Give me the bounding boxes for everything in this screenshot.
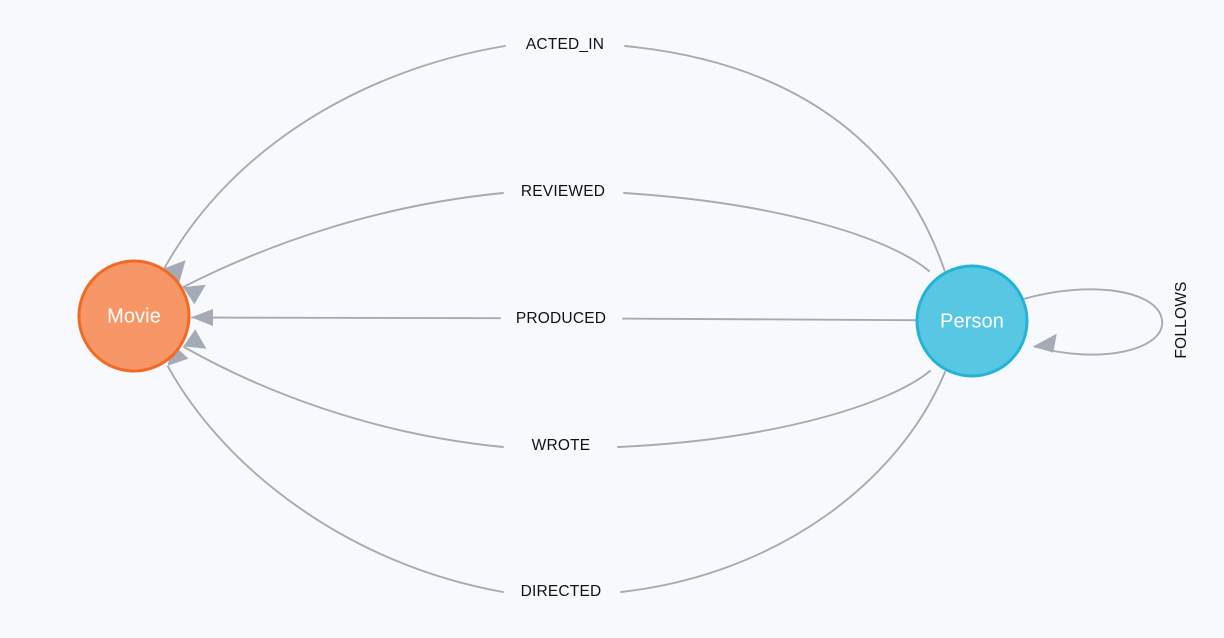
relationship-wrote-path-left bbox=[183, 346, 504, 448]
relationship-produced-arrowhead bbox=[191, 309, 213, 326]
relationship-directed-label[interactable]: DIRECTED bbox=[521, 583, 602, 600]
relationship-acted-in-label[interactable]: ACTED_IN bbox=[526, 36, 604, 53]
relationship-acted-in-path-right bbox=[624, 45, 946, 272]
relationship-wrote[interactable]: WROTE bbox=[183, 329, 931, 454]
relationship-produced-label[interactable]: PRODUCED bbox=[516, 310, 606, 327]
relationship-follows-path bbox=[1022, 288, 1163, 356]
node-movie[interactable]: Movie bbox=[77, 259, 191, 373]
relationship-reviewed[interactable]: REVIEWED bbox=[182, 183, 930, 305]
relationship-directed-path-right bbox=[620, 371, 946, 593]
relationship-wrote-arrowhead bbox=[183, 329, 207, 349]
relationship-reviewed-path-left bbox=[182, 192, 504, 288]
relationship-produced[interactable]: PRODUCED bbox=[191, 309, 917, 327]
node-person-circle[interactable] bbox=[915, 264, 1029, 378]
relationship-wrote-label[interactable]: WROTE bbox=[532, 437, 591, 454]
relationship-directed[interactable]: DIRECTED bbox=[167, 344, 946, 600]
relationship-produced-path-left bbox=[191, 316, 501, 320]
node-movie-circle[interactable] bbox=[77, 259, 191, 373]
relationship-follows-label[interactable]: FOLLOWS bbox=[1173, 281, 1190, 358]
relationship-acted-in[interactable]: ACTED_IN bbox=[163, 36, 946, 283]
relationship-acted-in-path-left bbox=[163, 45, 506, 269]
node-person[interactable]: Person bbox=[915, 264, 1029, 378]
relationship-acted-in-arrowhead bbox=[164, 260, 186, 283]
relationship-directed-path-left bbox=[167, 365, 504, 593]
relationship-produced-path-right bbox=[622, 317, 917, 322]
relationship-reviewed-arrowhead bbox=[183, 284, 206, 305]
relationship-reviewed-path-right bbox=[623, 192, 930, 272]
relationship-follows-arrowhead bbox=[1033, 333, 1057, 353]
relationship-reviewed-label[interactable]: REVIEWED bbox=[521, 183, 605, 200]
relationship-follows[interactable]: FOLLOWS bbox=[1022, 281, 1191, 359]
relationship-wrote-path-right bbox=[617, 370, 931, 448]
